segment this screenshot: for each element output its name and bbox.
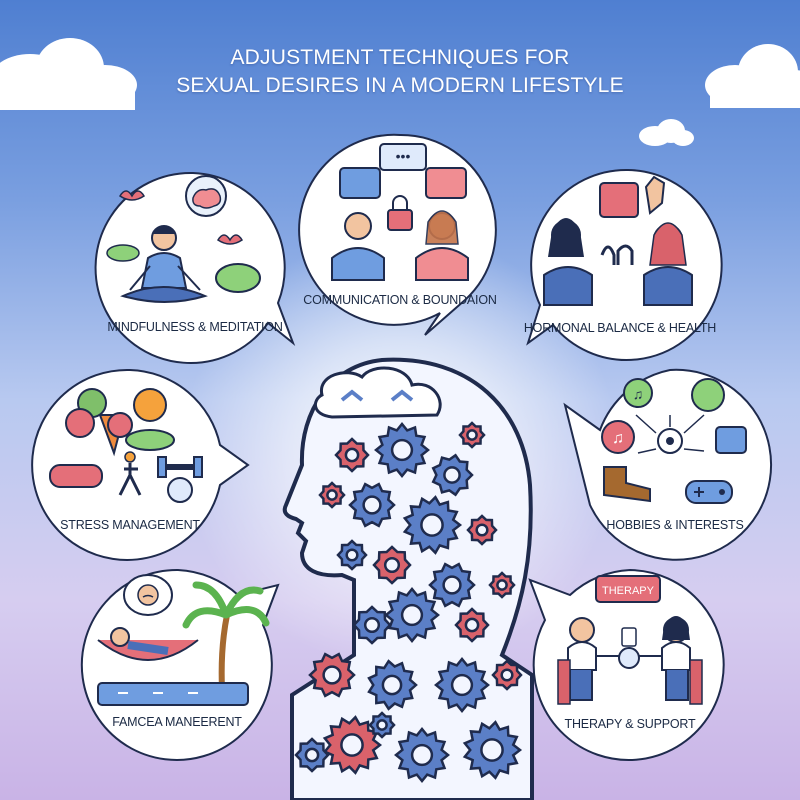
gear-hub: [466, 429, 478, 441]
gear-hub: [381, 674, 403, 696]
gear-hub: [345, 548, 359, 562]
bubble-therapy: THERAPY: [528, 568, 725, 761]
bubble-communication: •••: [298, 133, 497, 336]
health-consultation-icon: [543, 175, 693, 306]
gear-hub: [344, 447, 360, 463]
gear-hub: [500, 668, 514, 682]
gear-hub: [475, 523, 489, 537]
healthy-food-fitness-icon: [49, 388, 203, 503]
gear-hub: [496, 579, 508, 591]
cloud-left: [0, 38, 137, 110]
gear-head-icon: [282, 357, 534, 800]
therapy-session-icon: THERAPY: [557, 575, 703, 705]
gear-hub: [420, 513, 444, 537]
meditation-icon: [106, 175, 261, 303]
cloud-small: [639, 119, 694, 146]
svg-text:•••: •••: [396, 148, 411, 164]
gear-hub: [340, 733, 364, 757]
hobbies-icon: ♫ ♫: [601, 378, 747, 504]
gear-hub: [322, 665, 342, 685]
gear-hub: [363, 616, 381, 634]
gear-hub: [362, 495, 382, 515]
title-line-1: ADJUSTMENT TECHNIQUES FOR: [230, 46, 570, 69]
gear-hub: [450, 673, 474, 697]
therapy-sign-text: THERAPY: [602, 585, 655, 597]
bubble-stress: [31, 368, 250, 561]
gear-hub: [442, 575, 462, 595]
gear-hub: [400, 603, 424, 627]
gear-hub: [304, 747, 320, 763]
svg-text:♫: ♫: [633, 386, 644, 402]
label-hormonal: HORMONAL BALANCE & HEALTH: [523, 321, 717, 335]
label-famcea: FAMCEA MANEERENT: [112, 715, 242, 729]
gear-hub: [390, 438, 414, 462]
cloud-right: [705, 44, 800, 108]
title-line-2: SEXUAL DESIRES IN A MODERN LIFESTYLE: [176, 74, 624, 97]
gear-hub: [326, 489, 338, 501]
hammock-relaxation-icon: [97, 574, 270, 706]
bubble-hobbies: ♫ ♫: [563, 368, 773, 561]
label-mindfulness: MINDFULNESS & MEDITATION: [107, 320, 283, 334]
gear-hub: [376, 719, 388, 731]
gear-hub: [410, 743, 434, 767]
bubble-mindfulness: [94, 171, 296, 364]
page-title: ADJUSTMENT TECHNIQUES FOR SEXUAL DESIRES…: [0, 44, 800, 100]
bubble-hormonal: [526, 168, 723, 361]
svg-text:♫: ♫: [612, 430, 624, 447]
label-therapy: THERAPY & SUPPORT: [564, 717, 696, 731]
gear-hub: [443, 466, 461, 484]
label-stress: STRESS MANAGEMENT: [60, 518, 200, 532]
communication-icon: •••: [331, 143, 469, 281]
label-communication: COMMUNICATION & BOUNDAION: [303, 293, 497, 307]
gear-hub: [480, 738, 504, 762]
gear-hub: [464, 617, 480, 633]
gear-hub: [383, 556, 401, 574]
label-hobbies: HOBBIES & INTERESTS: [606, 518, 744, 532]
bubble-famcea: [80, 568, 280, 761]
